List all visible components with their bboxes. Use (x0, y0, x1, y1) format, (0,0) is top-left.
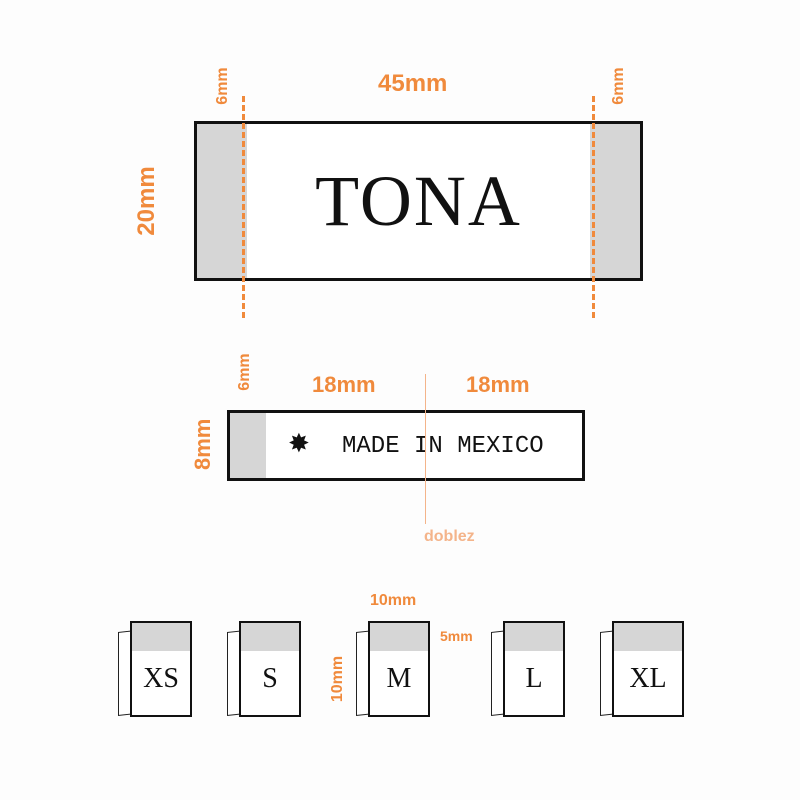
size-tag-xs: XS (118, 621, 192, 717)
main-width-label: 45mm (378, 70, 448, 97)
size-tag-label: M (386, 663, 412, 694)
size-tag-xl: XL (600, 621, 684, 717)
main-left-fold (197, 124, 247, 278)
main-right-fold-label: 6mm (610, 67, 627, 105)
origin-label-box: ✸ MADE IN MEXICO (227, 410, 585, 481)
main-left-fold-line (242, 96, 245, 318)
tag-height-label: 10mm (329, 655, 346, 703)
doblez-label: doblez (424, 528, 475, 545)
origin-right-half-label: 18mm (466, 372, 530, 397)
sun-icon: ✸ (288, 429, 310, 459)
tag-fold-label: 5mm (440, 628, 473, 644)
main-right-fold (590, 124, 640, 278)
origin-fold (230, 413, 266, 478)
origin-text: MADE IN MEXICO (342, 433, 544, 460)
origin-fold-label: 6mm (236, 353, 253, 391)
size-tag-label: XL (629, 663, 667, 694)
origin-height-label: 8mm (190, 418, 215, 470)
size-tag-label: S (262, 663, 278, 694)
main-label-box: TONA (194, 121, 643, 281)
brand-name: TONA (315, 161, 522, 241)
main-height-label: 20mm (133, 166, 160, 236)
size-tag-l: L (491, 621, 565, 717)
size-tag-s: S (227, 621, 301, 717)
origin-left-half-label: 18mm (312, 372, 376, 397)
main-right-fold-line (592, 96, 595, 318)
size-tag-label: XS (143, 663, 179, 694)
size-tag-label: L (525, 663, 543, 694)
doblez-fold-line (425, 374, 426, 524)
size-tag-m: M (356, 621, 430, 717)
tag-width-label: 10mm (370, 592, 417, 609)
main-left-fold-label: 6mm (214, 67, 231, 105)
